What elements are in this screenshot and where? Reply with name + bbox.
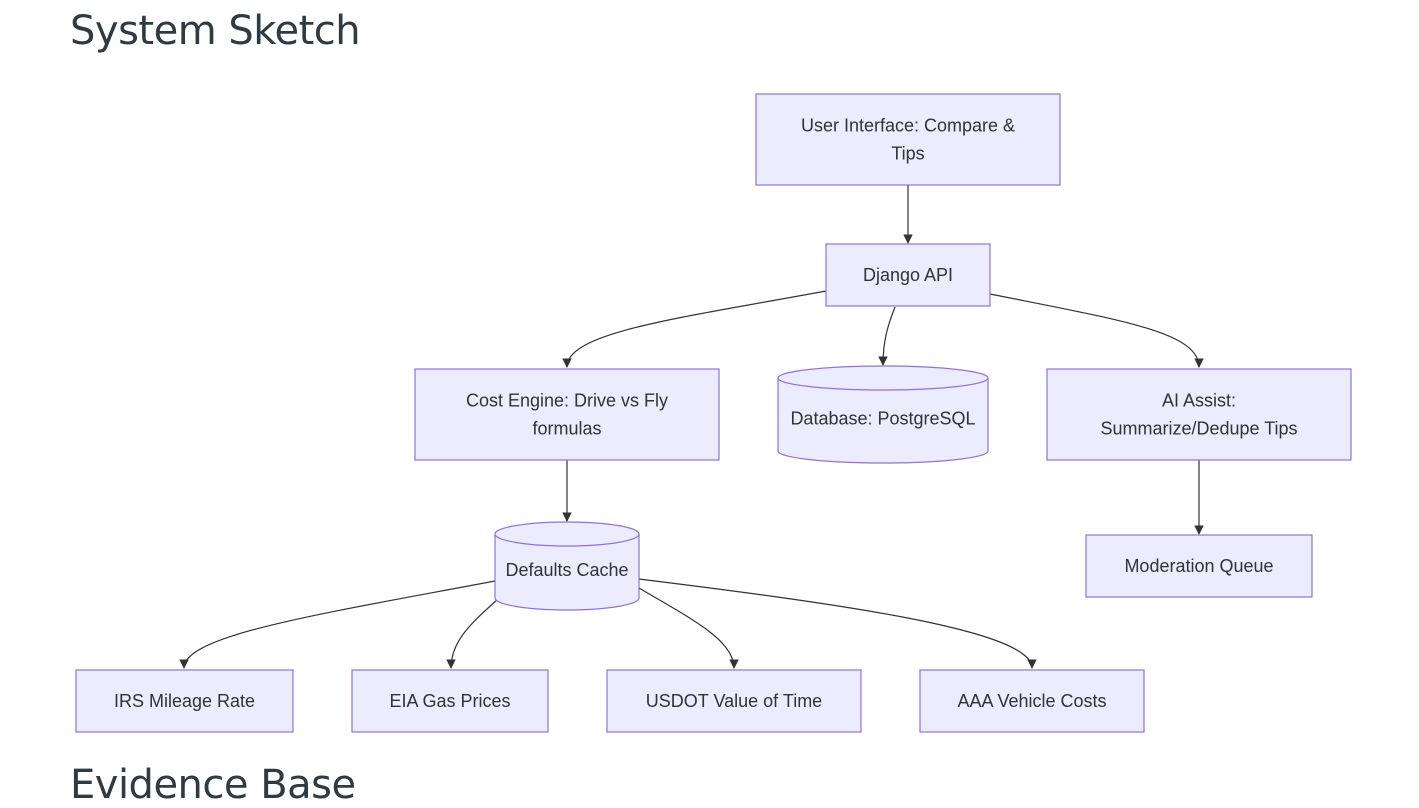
next-section-title: Evidence Base bbox=[70, 762, 356, 808]
node-usdot-label-line-1: USDOT Value of Time bbox=[646, 691, 822, 711]
node-cost-shape bbox=[414, 368, 720, 461]
node-mod-label-line-1: Moderation Queue bbox=[1124, 556, 1273, 576]
node-cache-label-line-1: Defaults Cache bbox=[505, 560, 628, 580]
node-api: Django API bbox=[825, 243, 991, 307]
node-db-top-rim bbox=[777, 377, 989, 391]
edge-cache-irs bbox=[179, 580, 496, 669]
node-ui-shape bbox=[755, 93, 1061, 186]
node-ui-label-line-1: User Interface: Compare & bbox=[801, 116, 1015, 136]
edge-cache-usdot bbox=[638, 587, 739, 669]
node-cost: Cost Engine: Drive vs Fly formulas bbox=[414, 368, 720, 461]
node-eia-shape bbox=[351, 669, 549, 733]
node-mod: Moderation Queue bbox=[1085, 534, 1313, 598]
node-eia: EIA Gas Prices bbox=[351, 669, 549, 733]
node-db-shape bbox=[777, 365, 989, 464]
node-db: Database: PostgreSQL bbox=[777, 365, 989, 464]
node-cache: Defaults Cache bbox=[494, 521, 640, 611]
edge-api-ai bbox=[989, 293, 1204, 368]
node-aaa-label-line-1: AAA Vehicle Costs bbox=[957, 691, 1106, 711]
node-mod-shape bbox=[1085, 534, 1313, 598]
node-cache-top-rim bbox=[494, 533, 640, 547]
node-irs-shape bbox=[75, 669, 294, 733]
node-ai: AI Assist: Summarize/Dedupe Tips bbox=[1046, 368, 1352, 461]
node-usdot-shape bbox=[606, 669, 862, 733]
node-ai-shape bbox=[1046, 368, 1352, 461]
node-api-label-line-1: Django API bbox=[863, 265, 953, 285]
edge-cache-aaa bbox=[638, 578, 1037, 669]
edge-api-cost bbox=[562, 290, 827, 368]
node-ai-label-line-1: AI Assist: bbox=[1162, 391, 1236, 411]
edge-cache-eia bbox=[446, 599, 498, 669]
edge-api-db bbox=[878, 306, 896, 366]
node-ui: User Interface: Compare & Tips bbox=[755, 93, 1061, 186]
node-ai-label-line-2: Summarize/Dedupe Tips bbox=[1100, 419, 1297, 439]
node-aaa: AAA Vehicle Costs bbox=[919, 669, 1145, 733]
node-cost-label-line-2: formulas bbox=[532, 419, 601, 439]
page-title: System Sketch bbox=[70, 8, 361, 54]
node-aaa-shape bbox=[919, 669, 1145, 733]
node-usdot: USDOT Value of Time bbox=[606, 669, 862, 733]
node-ui-label-line-2: Tips bbox=[891, 144, 924, 164]
node-irs-label-line-1: IRS Mileage Rate bbox=[114, 691, 255, 711]
node-cost-label-line-1: Cost Engine: Drive vs Fly bbox=[466, 391, 668, 411]
node-api-shape bbox=[825, 243, 991, 307]
node-eia-label-line-1: EIA Gas Prices bbox=[389, 691, 510, 711]
node-irs: IRS Mileage Rate bbox=[75, 669, 294, 733]
node-db-label-line-1: Database: PostgreSQL bbox=[790, 409, 975, 429]
